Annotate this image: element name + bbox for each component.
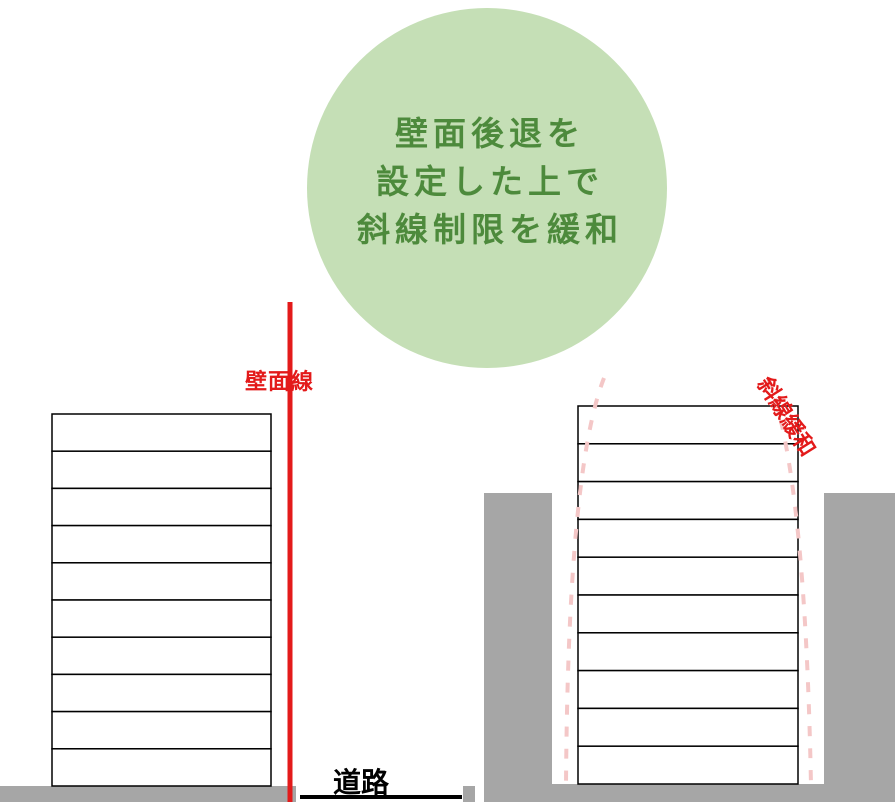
left-building-floor [51,524,272,564]
right-building-floor [577,480,799,521]
right-building-floor [577,632,799,672]
right-building-floor [577,594,799,634]
right-building-floor [577,556,799,596]
setback-curve-right [766,377,813,787]
bubble-line-2: 設定した上で [376,162,604,201]
left-building-floor [51,748,272,787]
right-building-floor [577,745,799,785]
left-building-floor [51,599,272,638]
right-building-floor [577,707,799,747]
left-building-floor [51,673,272,713]
left-building [51,413,272,787]
right-building-floor [577,443,799,483]
bubble-circle [307,8,667,368]
right-building-floor [577,405,799,445]
right-building-floor [577,518,799,558]
ground-left [0,786,296,802]
neighbor-building-left [484,493,552,802]
left-building-floor [51,710,272,750]
ground-right-stub [463,786,475,802]
neighbor-building-right [824,493,895,802]
road-label: 道路 [333,766,390,799]
right-building [577,405,799,785]
setback-curve-left [564,377,606,787]
bubble-text: 壁面後退を 設定した上で 斜線制限を緩和 [300,110,680,254]
left-building-floor [51,487,272,527]
bubble-line-1: 壁面後退を [395,114,585,153]
left-building-floor [51,562,272,601]
left-building-floor [51,413,272,452]
bubble-line-3: 斜線制限を緩和 [357,210,623,249]
left-building-floor [51,636,272,676]
left-building-floor [51,450,272,490]
ground-right [552,784,824,802]
wall-line-label: 壁面線 [245,370,315,395]
right-building-floor [577,669,799,710]
